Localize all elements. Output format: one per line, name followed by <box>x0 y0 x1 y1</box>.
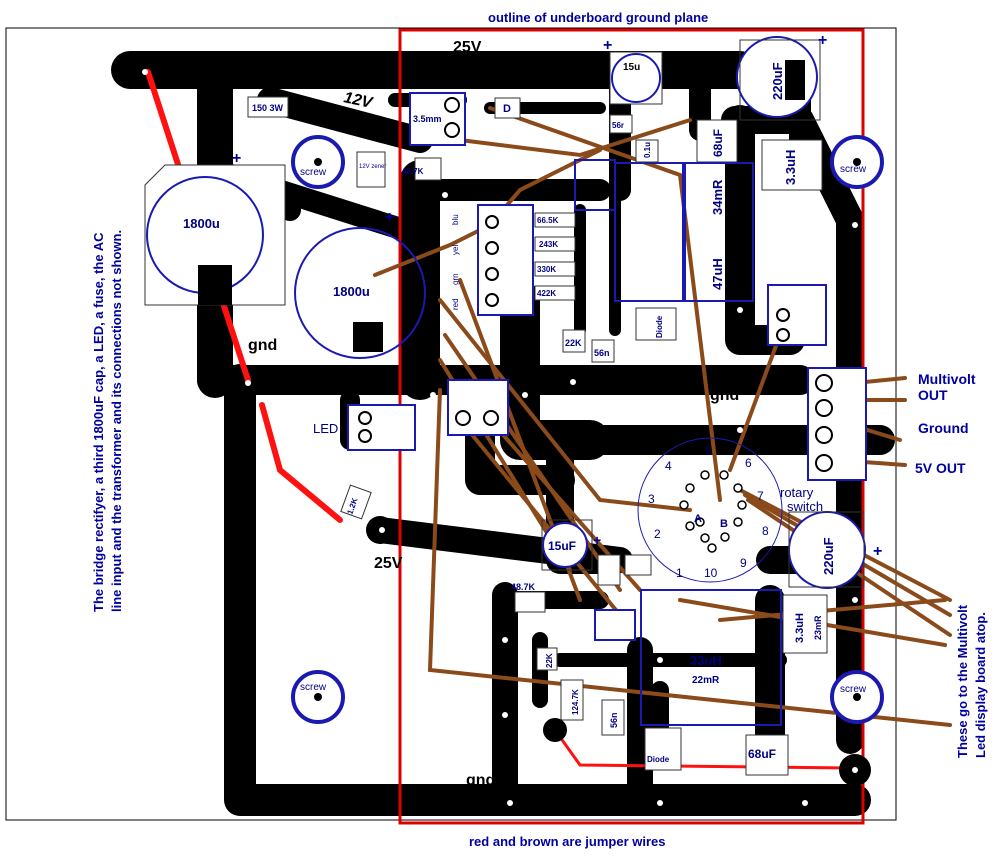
gnd-mid: gnd <box>710 387 739 404</box>
svg-text:150 3W: 150 3W <box>252 103 284 113</box>
switch-pos-1: 1 <box>676 566 683 580</box>
svg-text:124.7K: 124.7K <box>571 689 580 715</box>
small-components: 150 3W 3.5mm D 12V zener 48.7K 66.5K 243… <box>247 92 867 771</box>
gnd-bottom: gnd <box>466 772 495 789</box>
svg-text:48.7K: 48.7K <box>402 167 424 176</box>
cap-220-right: 220uF + <box>788 511 882 589</box>
svg-text:15uF: 15uF <box>548 539 576 553</box>
gnd-left: gnd <box>248 337 277 354</box>
svg-text:+: + <box>385 209 394 226</box>
multivolt-line1: Multivolt <box>918 371 976 387</box>
cap-1800-mid: 1800u + <box>294 209 426 359</box>
vias <box>116 58 871 806</box>
svg-text:D: D <box>503 103 511 115</box>
v25-bottom: 25V <box>374 555 403 572</box>
rotary-line2: switch <box>787 499 823 514</box>
bottom-note: red and brown are jumper wires <box>469 834 666 849</box>
switch-pos-2: 2 <box>654 527 661 541</box>
v12: 12V <box>342 89 375 112</box>
svg-text:56n: 56n <box>609 712 619 728</box>
five-v-out-label: 5V OUT <box>915 460 966 476</box>
svg-text:red: red <box>451 298 460 310</box>
v25-top: 25V <box>453 39 482 56</box>
switch-pos-5: 5 <box>705 444 712 458</box>
svg-text:68uF: 68uF <box>711 129 725 157</box>
switch-pos-10: 10 <box>704 566 718 580</box>
switch-pos-6: 6 <box>745 456 752 470</box>
svg-text:+: + <box>232 150 241 167</box>
svg-text:blu: blu <box>451 214 460 225</box>
svg-text:0.1u: 0.1u <box>643 142 652 158</box>
svg-text:56r: 56r <box>612 121 624 130</box>
svg-text:1800u: 1800u <box>333 284 370 299</box>
svg-text:3.3uH: 3.3uH <box>783 150 798 185</box>
svg-text:15u: 15u <box>623 62 640 73</box>
svg-text:3.5mm: 3.5mm <box>413 114 442 124</box>
cap-68-top: 68uF <box>696 119 738 163</box>
switch-pos-9: 9 <box>740 556 747 570</box>
screw-holes <box>291 135 884 724</box>
svg-text:220uF: 220uF <box>770 62 785 100</box>
ind-34mr-47uh: 34mR 47uH <box>614 162 754 302</box>
ground-label: Ground <box>918 420 969 436</box>
svg-text:+: + <box>818 32 827 49</box>
svg-text:23mR: 23mR <box>813 615 823 640</box>
right-note-line2: Led display board atop. <box>973 612 988 758</box>
top-title: outline of underboard ground plane <box>488 10 708 25</box>
switch-pos-8: 8 <box>762 524 769 538</box>
cap-68-bottom: 68uF <box>745 734 789 776</box>
cap-15uf-mid: 15uF + <box>541 519 601 571</box>
svg-text:66.5K: 66.5K <box>537 216 559 225</box>
rotary-switch <box>637 437 783 583</box>
svg-text:48.7K: 48.7K <box>511 582 536 592</box>
cap-220-top: 220uF + <box>736 32 827 121</box>
svg-text:Diode: Diode <box>647 755 670 764</box>
rotary-line1: rotary <box>780 485 814 500</box>
ind-3-3-top: 3.3uH <box>761 139 823 191</box>
svg-text:68uF: 68uF <box>748 747 776 761</box>
svg-text:1800u: 1800u <box>183 216 220 231</box>
right-note-line1: These go to the Multivolt <box>955 604 970 758</box>
side-note-line1: The bridge rectifyer, a third 1800uF cap… <box>91 232 106 612</box>
multivolt-line2: OUT <box>918 387 948 403</box>
svg-text:+: + <box>593 532 601 548</box>
svg-text:33uH: 33uH <box>690 653 722 668</box>
switch-pos-a: A <box>694 513 702 525</box>
switch-pos-7: 7 <box>757 489 764 503</box>
switch-pos-3: 3 <box>648 492 655 506</box>
svg-text:22K: 22K <box>545 653 554 668</box>
svg-text:+: + <box>603 37 612 54</box>
svg-text:12V zener: 12V zener <box>359 164 386 170</box>
svg-text:22mR: 22mR <box>692 675 720 686</box>
svg-text:34mR: 34mR <box>710 179 725 215</box>
screw-label-tl: screw <box>300 167 327 178</box>
ind-33uh: 33uH 22mR <box>640 589 782 726</box>
svg-text:220uF: 220uF <box>821 537 836 575</box>
screw-label-tr: screw <box>840 164 867 175</box>
switch-pos-b: B <box>720 518 728 530</box>
screw-label-bl: screw <box>300 682 327 693</box>
svg-text:22K: 22K <box>565 338 582 348</box>
svg-text:330K: 330K <box>537 265 556 274</box>
svg-text:243K: 243K <box>539 240 558 249</box>
cap-15u-top: 15u + <box>603 37 663 105</box>
led-label: LED <box>313 421 338 436</box>
svg-text:56n: 56n <box>594 348 610 358</box>
switch-pos-4: 4 <box>665 459 672 473</box>
ind-3-3-bottom: 3.3uH 23mR <box>782 594 828 654</box>
svg-text:Diode: Diode <box>655 315 664 338</box>
svg-text:+: + <box>873 543 882 560</box>
svg-text:grn: grn <box>451 273 460 285</box>
side-note-line2: line input and the transformer and its c… <box>109 230 124 612</box>
screw-label-br: screw <box>840 684 867 695</box>
cap-1800-left: 1800u + <box>144 150 286 306</box>
svg-text:3.3uH: 3.3uH <box>794 613 806 643</box>
svg-text:yel: yel <box>451 245 460 255</box>
svg-text:47uH: 47uH <box>710 258 725 290</box>
svg-text:422K: 422K <box>537 289 556 298</box>
